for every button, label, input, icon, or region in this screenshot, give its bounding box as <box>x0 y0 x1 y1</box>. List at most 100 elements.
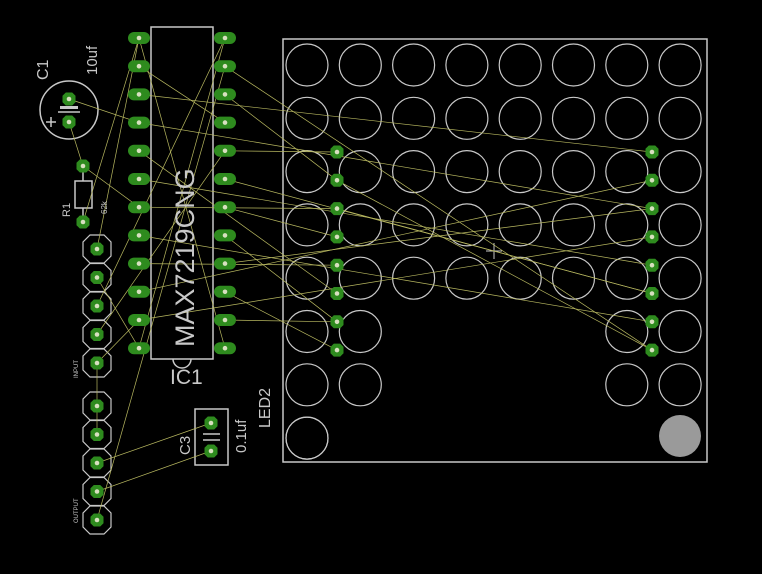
led-cell <box>605 363 649 407</box>
led2-name-label: LED2 <box>257 388 274 428</box>
c3-pad-hole <box>208 448 214 454</box>
ic1-outline <box>150 26 214 369</box>
led-cell <box>285 203 329 247</box>
airwire <box>138 263 338 266</box>
ic1-pad-hole <box>222 148 228 154</box>
led-cell <box>605 256 649 300</box>
led-cell <box>338 96 382 140</box>
ic1-pad-hole <box>136 148 142 154</box>
led2-pad-hole <box>649 206 655 211</box>
airwires <box>68 37 653 521</box>
ic1-pad-hole <box>222 345 228 351</box>
ic1-name-label: IC1 <box>170 366 203 389</box>
led-cell <box>551 150 596 194</box>
led-cell <box>445 150 489 194</box>
ic1-pad-hole <box>222 233 228 238</box>
led-cell <box>338 309 382 354</box>
c3-pad-hole <box>208 420 214 426</box>
led-cell <box>658 309 702 354</box>
airwire <box>224 94 338 181</box>
led-cell <box>498 150 542 194</box>
led2-pad-hole <box>334 149 340 155</box>
output-header-pad-hole <box>94 460 100 466</box>
led-matrix-outline <box>282 38 708 463</box>
airwire <box>138 37 226 349</box>
led-cell <box>605 96 649 140</box>
output-header-pin-outline <box>82 505 112 535</box>
input-header-pad-hole <box>94 246 100 252</box>
c3-outline <box>194 408 229 466</box>
led2-pad-hole <box>649 347 655 353</box>
led-cell <box>445 43 489 87</box>
led2-pad-hole <box>649 319 655 325</box>
r1-pad-hole <box>80 163 86 169</box>
airwire <box>224 319 338 323</box>
led-cell <box>338 43 382 87</box>
ic1-pad-hole <box>222 35 228 41</box>
led-cell <box>285 256 329 300</box>
led-cell <box>285 309 329 354</box>
ic1-pad-hole <box>136 92 142 97</box>
led-cell <box>605 203 649 247</box>
ic1-pad-hole <box>222 317 228 323</box>
led-cell <box>392 43 436 87</box>
ic1-pad-hole <box>136 176 142 182</box>
c1-capacitor <box>39 80 99 140</box>
ic1-pad-hole <box>222 92 228 97</box>
led2-pad-hole <box>649 178 655 183</box>
led2-pad-hole <box>334 206 340 211</box>
led2-pad-hole <box>334 291 340 296</box>
led2-pad-hole <box>334 319 340 325</box>
ic1-pad-hole <box>136 261 142 266</box>
output-header-pad-hole <box>94 517 100 523</box>
led2-pad-hole <box>649 262 655 268</box>
c1-value-label: 10uf <box>84 45 101 75</box>
airwire <box>336 208 653 294</box>
ic1-pad-hole <box>136 345 142 351</box>
led-cell <box>658 43 702 87</box>
led-cell <box>498 43 542 87</box>
led-matrix <box>282 38 708 463</box>
ic1-pad-hole <box>136 289 142 295</box>
led-cell <box>658 150 702 194</box>
airwire <box>96 450 212 492</box>
led-cell <box>658 256 702 300</box>
input-header-pin-outline <box>82 348 112 378</box>
led-cell <box>551 96 596 140</box>
ic1-part-label: MAX7219CNG <box>170 168 200 347</box>
ic1-pad-hole <box>222 63 228 69</box>
airwire <box>138 94 653 153</box>
airwire <box>96 422 212 464</box>
ic1-pad-hole <box>222 120 228 125</box>
output-header-pad-hole <box>94 432 100 437</box>
c1-name-label: C1 <box>35 59 52 80</box>
led-cell <box>498 203 542 247</box>
led-cell <box>285 96 329 140</box>
r1-pad-hole <box>80 219 86 225</box>
airwire <box>96 319 140 364</box>
r1-value-label: 62k <box>100 200 109 214</box>
airwire <box>336 179 653 351</box>
airwire <box>224 206 338 238</box>
led-pin1-marker <box>659 415 701 457</box>
airwire <box>138 179 653 293</box>
led-cell <box>605 150 649 194</box>
led2-pad-hole <box>334 234 340 240</box>
led-cell <box>551 43 596 87</box>
airwire <box>96 277 140 349</box>
led-cell <box>658 203 702 247</box>
input-header-label: INPUT <box>74 360 80 378</box>
airwire <box>224 150 338 153</box>
ic1-pad-hole <box>222 289 228 295</box>
c1-outline <box>39 80 99 140</box>
input-header-pad-hole <box>94 275 100 280</box>
airwire <box>138 65 226 123</box>
airwire <box>68 98 140 123</box>
led-cell <box>658 363 702 407</box>
airwire <box>96 66 226 521</box>
led-cell <box>605 43 649 87</box>
led-cell <box>658 96 702 140</box>
led2-pad-hole <box>334 262 340 268</box>
